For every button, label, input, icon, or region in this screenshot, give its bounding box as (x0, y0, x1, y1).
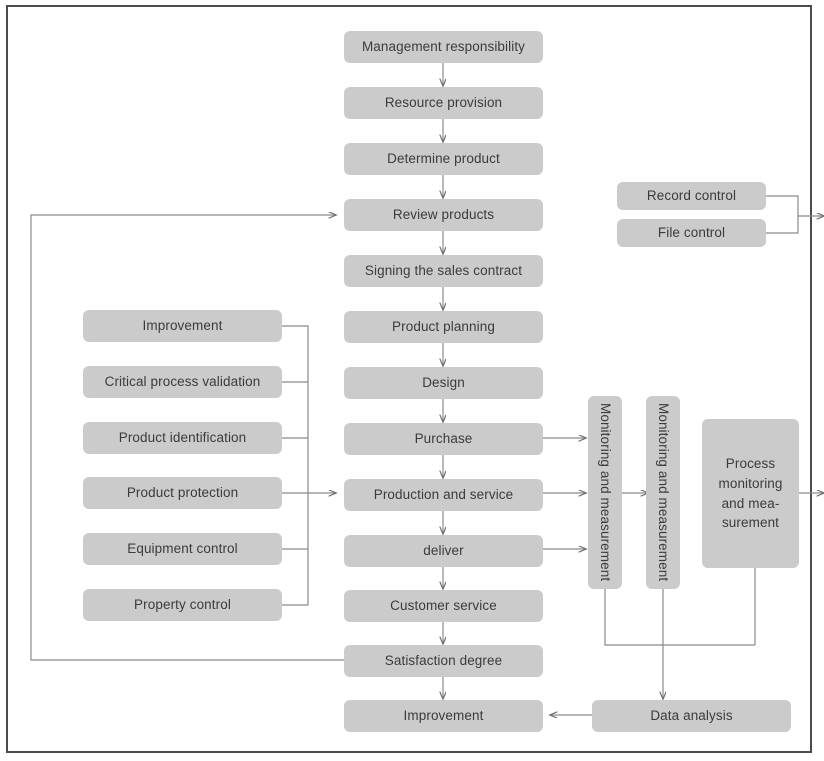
node-record-control[interactable]: Record control (617, 182, 766, 210)
node-property-control[interactable]: Property control (83, 589, 282, 621)
node-label: Management responsibility (361, 39, 526, 55)
node-label-line-1: Process (725, 456, 776, 472)
node-label: Improvement (403, 708, 484, 724)
node-label: Resource provision (384, 95, 503, 111)
node-monitoring-and-measurement-2[interactable]: Monitoring and measurement (646, 396, 680, 589)
node-label: deliver (423, 543, 464, 559)
node-production-and-service[interactable]: Production and service (344, 479, 543, 511)
node-determine-product[interactable]: Determine product (344, 143, 543, 175)
node-label: Record control (646, 188, 737, 204)
node-satisfaction-degree[interactable]: Satisfaction degree (344, 645, 543, 677)
node-design[interactable]: Design (344, 367, 543, 399)
node-signing-the-sales-contract[interactable]: Signing the sales contract (344, 255, 543, 287)
node-customer-service[interactable]: Customer service (344, 590, 543, 622)
node-label: Review products (392, 207, 495, 223)
node-deliver[interactable]: deliver (344, 535, 543, 567)
node-label: Production and service (373, 487, 514, 503)
node-label-line-4: surement (721, 515, 780, 531)
node-label: Product protection (126, 485, 239, 501)
node-label-line-3: and mea- (721, 495, 780, 511)
node-label: Data analysis (650, 708, 733, 724)
node-label: Signing the sales contract (364, 263, 523, 279)
wire-feedback-satisfaction-to-review (30, 215, 344, 661)
node-process-monitoring-and-measurement[interactable]: Process monitoring and mea- surement (702, 419, 799, 568)
node-label: Monitoring and measurement (597, 403, 613, 582)
wire-file-control-out (766, 216, 799, 234)
node-label: File control (657, 225, 726, 241)
node-label-line-2: monitoring (718, 475, 783, 491)
node-improvement-bottom[interactable]: Improvement (344, 700, 543, 732)
node-equipment-control[interactable]: Equipment control (83, 533, 282, 565)
node-label: Improvement (142, 318, 223, 334)
node-resource-provision[interactable]: Resource provision (344, 87, 543, 119)
node-label: Customer service (390, 598, 497, 614)
wire-property-to-bus (282, 493, 309, 606)
node-label: Product planning (392, 319, 495, 335)
node-critical-process-validation[interactable]: Critical process validation (83, 366, 282, 398)
node-data-analysis[interactable]: Data analysis (592, 700, 791, 732)
node-management-responsibility[interactable]: Management responsibility (344, 31, 543, 63)
node-review-products[interactable]: Review products (344, 199, 543, 231)
node-label: Equipment control (127, 541, 238, 557)
node-improvement[interactable]: Improvement (83, 310, 282, 342)
wire-record-control-out (766, 195, 799, 216)
node-label: Property control (134, 597, 231, 613)
node-file-control[interactable]: File control (617, 219, 766, 247)
node-label: Determine product (387, 151, 500, 167)
wire-improvement-to-bus (282, 325, 309, 493)
node-label: Purchase (414, 431, 473, 447)
node-label: Critical process validation (104, 374, 261, 390)
node-label: Satisfaction degree (384, 653, 503, 669)
node-product-identification[interactable]: Product identification (83, 422, 282, 454)
node-product-protection[interactable]: Product protection (83, 477, 282, 509)
node-purchase[interactable]: Purchase (344, 423, 543, 455)
wire-monitoring1-down (604, 589, 755, 646)
node-label: Product identification (118, 430, 247, 446)
node-label: Monitoring and measurement (655, 403, 671, 582)
node-product-planning[interactable]: Product planning (344, 311, 543, 343)
node-monitoring-and-measurement-1[interactable]: Monitoring and measurement (588, 396, 622, 589)
node-label: Design (422, 375, 465, 391)
